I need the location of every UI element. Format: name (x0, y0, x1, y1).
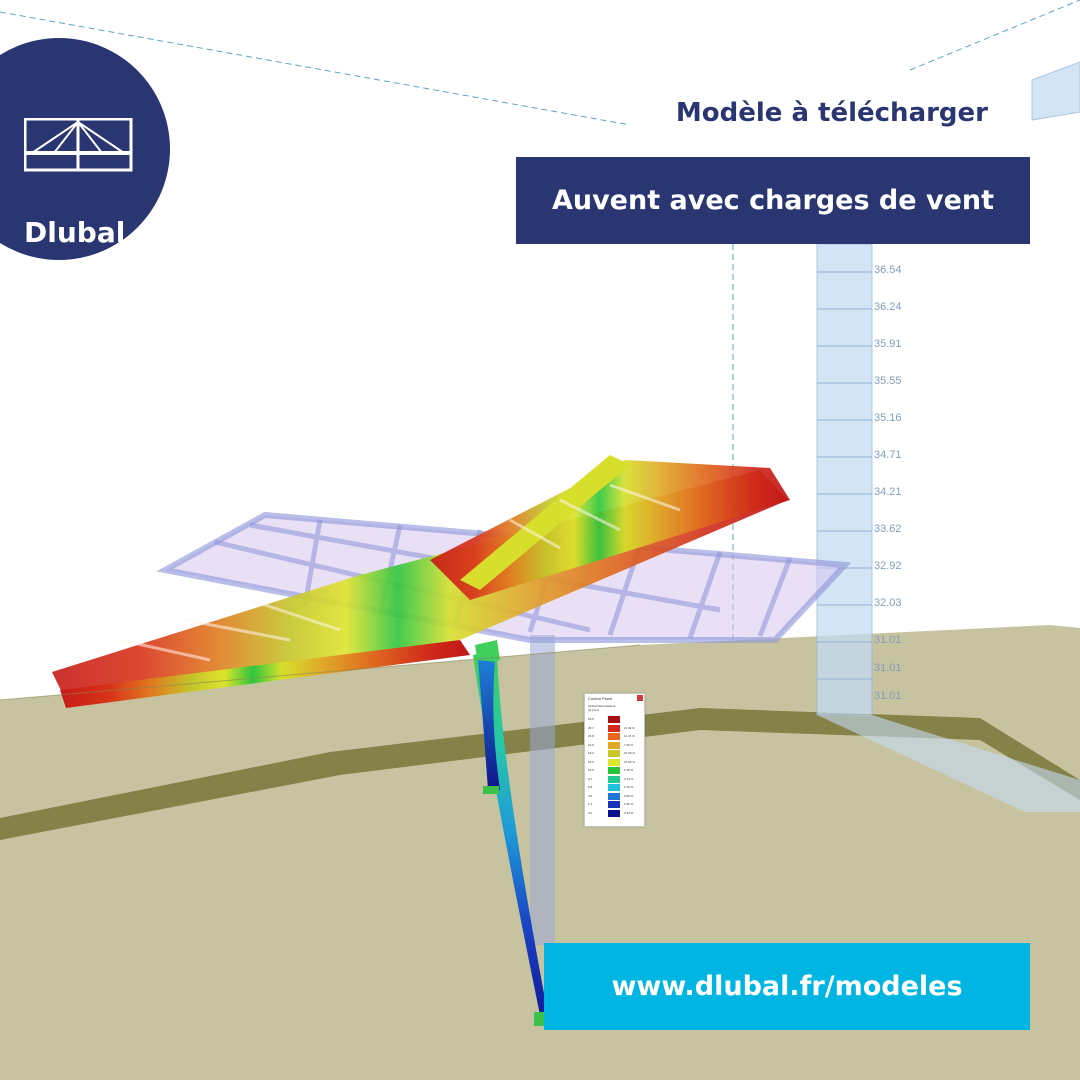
legend-row: 1.1 1.86 % (588, 801, 642, 809)
legend-value: 6.8 (588, 785, 593, 789)
legend-value: 21.0 (588, 742, 594, 747)
title-banner: Auvent avec charges de vent (516, 157, 1030, 244)
page-title: Auvent avec charges de vent (551, 185, 995, 216)
legend-swatch (608, 775, 620, 783)
legend-swatch (608, 724, 620, 732)
legend-percent: 7.46 % (624, 742, 634, 747)
dlubal-logo[interactable]: Dlubal (0, 38, 170, 260)
control-panel-title: Control Panel (588, 696, 613, 701)
legend-row: 18.2 10.36 % (588, 750, 642, 758)
legend-row: 15.3 27.02 % (588, 758, 642, 767)
close-icon[interactable] (637, 695, 643, 701)
subtitle: Modèle à télécharger (675, 98, 988, 128)
legend-swatch (608, 801, 620, 808)
legend-percent: 3.33 % (624, 810, 634, 815)
legend-swatch (608, 758, 620, 766)
legend-value: 4.0 (588, 793, 593, 798)
profile-value: 35.91 (874, 338, 902, 350)
profile-value: 33.62 (874, 523, 902, 535)
legend-value: 23.8 (588, 734, 594, 738)
control-panel-subtitle: Global Deformations (588, 704, 616, 708)
legend-value: 29.5 (588, 717, 594, 721)
legend-value: 1.1 (588, 802, 593, 806)
legend-swatch (608, 767, 620, 774)
bridge-icon (24, 118, 133, 172)
profile-value: 36.24 (874, 301, 902, 313)
legend-value: 18.2 (588, 751, 594, 755)
legend-percent: 3.74 % (624, 776, 634, 781)
ground-edge (0, 644, 641, 701)
legend-percent: 3.79 % (624, 785, 634, 789)
deformed-roof (52, 455, 790, 1026)
legend-swatch (608, 784, 620, 791)
legend-percent: 10.36 % (624, 751, 636, 755)
legend-percent: 6.18 % (624, 768, 634, 772)
legend-row: 9.7 3.74 % (588, 775, 642, 784)
legend-percent: 27.02 % (624, 759, 636, 764)
profile-value: 31.01 (874, 634, 902, 646)
legend-swatch (608, 809, 620, 817)
legend-percent: 11.47 % (624, 734, 635, 738)
legend-value: 15.3 (588, 759, 594, 764)
profile-value: 32.03 (874, 597, 902, 609)
profile-value: 36.54 (874, 264, 902, 276)
profile-value: 35.16 (874, 412, 902, 424)
legend-row: 12.5 6.18 % (588, 767, 642, 775)
legend-value: 9.7 (588, 776, 593, 781)
legend-swatch (608, 741, 620, 749)
legend-swatch (608, 750, 620, 757)
legend-row: 26.7 11.49 % (588, 724, 642, 733)
control-panel-unit: |u| [mm] (588, 708, 599, 712)
profile-value: 34.21 (874, 486, 902, 498)
control-panel[interactable]: Control Panel Global Deformations |u| [m… (584, 693, 645, 827)
legend-row: 21.0 7.46 % (588, 741, 642, 750)
legend-swatch (608, 716, 620, 723)
profile-value: 31.01 (874, 690, 902, 702)
legend-value: 0.0 (588, 810, 593, 815)
profile-value: 32.92 (874, 560, 902, 572)
legend-value: 26.7 (588, 725, 594, 730)
legend-swatch (608, 733, 620, 740)
wind-load-profile (816, 61, 1080, 812)
legend-row: 29.5 (588, 716, 642, 724)
url-link[interactable]: www.dlubal.fr/modeles (611, 971, 963, 1002)
profile-value: 35.55 (874, 375, 902, 387)
legend-percent: 11.49 % (624, 725, 635, 730)
legend-row: 4.0 0.68 % (588, 792, 642, 801)
profile-value: 31.01 (874, 662, 902, 674)
brand-name: Dlubal (24, 216, 126, 249)
legend-percent: 0.68 % (624, 793, 634, 798)
legend-row: 6.8 3.79 % (588, 784, 642, 792)
legend-row: 23.8 11.47 % (588, 733, 642, 741)
profile-value: 34.71 (874, 449, 902, 461)
legend-value: 12.5 (588, 768, 594, 772)
legend-percent: 1.86 % (624, 802, 634, 806)
url-banner[interactable]: www.dlubal.fr/modeles (544, 943, 1030, 1030)
legend-row: 0.0 3.33 % (588, 809, 642, 818)
legend-swatch (608, 792, 620, 800)
